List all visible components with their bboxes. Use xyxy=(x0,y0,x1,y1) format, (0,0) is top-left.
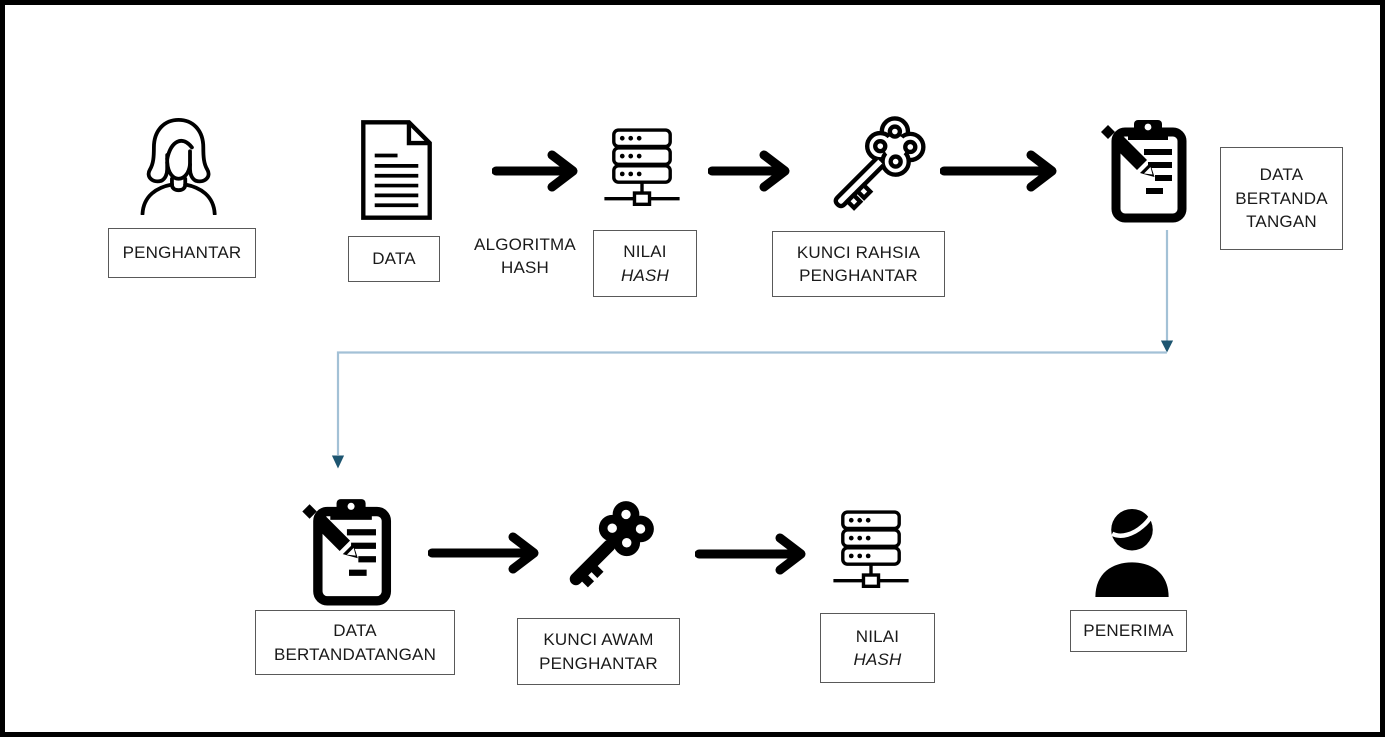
receiver-label-box: PENERIMA xyxy=(1070,610,1187,652)
sender-label: PENGHANTAR xyxy=(122,243,242,263)
hash-value-label-box: NILAI HASH xyxy=(593,230,697,297)
hash-value-bottom-line1: NILAI xyxy=(855,626,900,646)
signed-data-label-box-top: DATA BERTANDA TANGAN xyxy=(1220,147,1343,250)
receiver-man-icon xyxy=(1086,504,1178,599)
flow-arrow-signed-to-publickey xyxy=(428,530,539,576)
flow-arrow-key-to-sign xyxy=(940,148,1057,194)
signed-clipboard-pencil-icon xyxy=(296,497,402,607)
signed-data-bottom-line2: BERTANDATANGAN xyxy=(273,644,437,664)
public-key-icon xyxy=(546,496,661,611)
flow-arrow-hash-to-key xyxy=(708,148,790,194)
sign-clipboard-pencil-icon xyxy=(1096,118,1196,224)
public-key-label-box: KUNCI AWAM PENGHANTAR xyxy=(517,618,680,685)
hash-value-line1: NILAI xyxy=(623,242,667,262)
signed-data-label-box-bottom: DATA BERTANDATANGAN xyxy=(255,610,455,675)
hash-algorithm-line1: ALGORITMA xyxy=(474,234,576,254)
data-document-icon xyxy=(355,118,438,222)
receiver-label: PENERIMA xyxy=(1083,621,1174,641)
signed-data-line2: BERTANDA xyxy=(1235,188,1328,208)
signed-data-line1: DATA xyxy=(1259,165,1304,185)
sender-woman-icon xyxy=(133,115,228,215)
hash-value-line2: HASH xyxy=(620,265,670,285)
hash-server-icon-bottom xyxy=(824,508,918,596)
signed-data-line3: TANGAN xyxy=(1246,212,1317,232)
secret-key-icon xyxy=(810,112,932,234)
hash-server-icon xyxy=(595,126,689,214)
sender-label-box: PENGHANTAR xyxy=(108,228,256,278)
secret-key-line2: PENGHANTAR xyxy=(799,266,918,285)
public-key-line2: PENGHANTAR xyxy=(539,653,658,673)
hash-value-label-box-bottom: NILAI HASH xyxy=(820,613,935,683)
signed-data-bottom-line1: DATA xyxy=(333,621,377,641)
hash-value-bottom-line2: HASH xyxy=(853,650,902,669)
data-label-box: DATA xyxy=(348,236,440,282)
flow-arrow-data-to-hash xyxy=(492,148,578,194)
public-key-line1: KUNCI AWAM xyxy=(543,630,654,650)
hash-algorithm-line2: HASH xyxy=(500,258,550,277)
secret-key-label-box: KUNCI RAHSIA PENGHANTAR xyxy=(772,231,945,297)
flow-arrow-publickey-to-hash xyxy=(695,531,806,577)
hash-algorithm-label: ALGORITMA HASH xyxy=(452,230,598,282)
data-label: DATA xyxy=(372,249,416,269)
secret-key-line1: KUNCI RAHSIA xyxy=(796,242,921,262)
